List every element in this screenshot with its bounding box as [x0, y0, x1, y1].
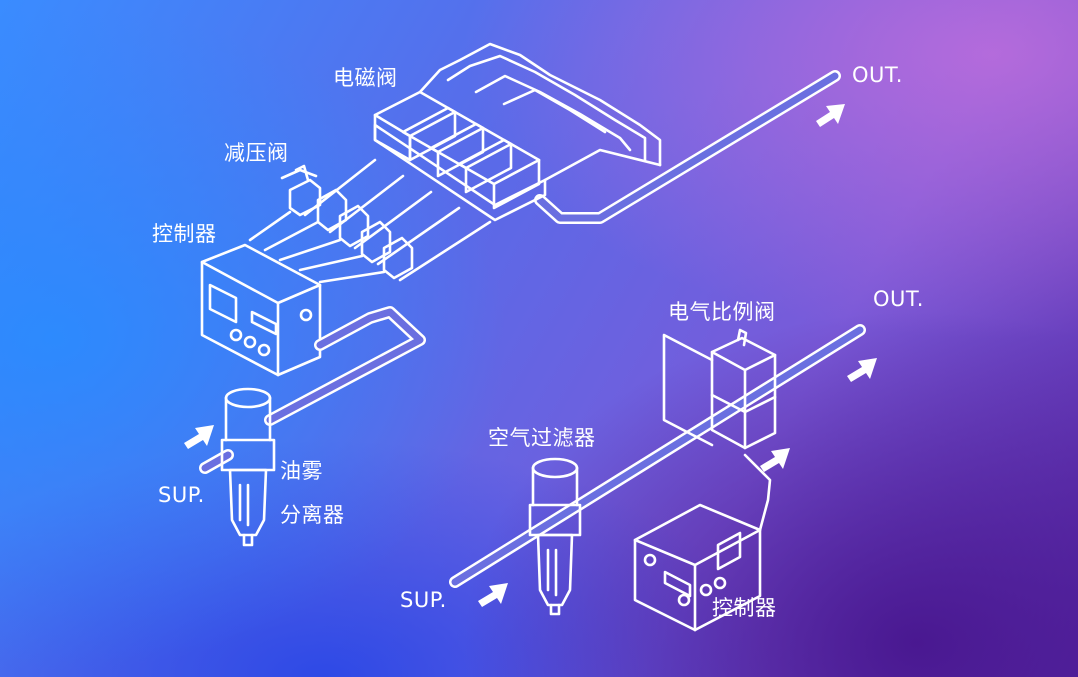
air-filter-icon	[528, 457, 582, 616]
out-pipe-top	[534, 70, 841, 224]
pressure-reducing-valve-label: 减压阀	[224, 141, 289, 165]
main-pipe-right	[449, 324, 866, 588]
pressure-regulator-icon	[248, 158, 492, 284]
oil-mist-label-line2: 分离器	[280, 503, 345, 527]
out-top-label: OUT.	[852, 63, 903, 87]
flow-arrow-icon	[816, 104, 845, 127]
solenoid-valve-icon	[373, 42, 662, 222]
out-right-label: OUT.	[873, 287, 924, 311]
proportional-valve-label: 电气比例阀	[668, 300, 776, 324]
oil-mist-separator-icon	[220, 387, 276, 547]
air-filter-label: 空气过滤器	[488, 426, 596, 450]
flow-arrow-icon	[760, 448, 790, 472]
flow-arrow-icon	[847, 358, 877, 382]
sup-right-label: SUP.	[400, 588, 447, 612]
flow-arrow-icon	[184, 425, 214, 449]
controller-left-label: 控制器	[152, 222, 217, 246]
solenoid-valve-label: 电磁阀	[333, 66, 398, 90]
oil-mist-label-line1: 油雾	[280, 459, 323, 483]
controller-right-label: 控制器	[712, 596, 777, 620]
flow-arrow-icon	[478, 583, 508, 607]
sup-pipe-left	[199, 306, 426, 474]
sup-left-label: SUP.	[158, 483, 205, 507]
controller-box-icon	[633, 453, 772, 632]
proportional-valve-icon	[662, 328, 777, 450]
controller-box-icon	[200, 243, 322, 377]
